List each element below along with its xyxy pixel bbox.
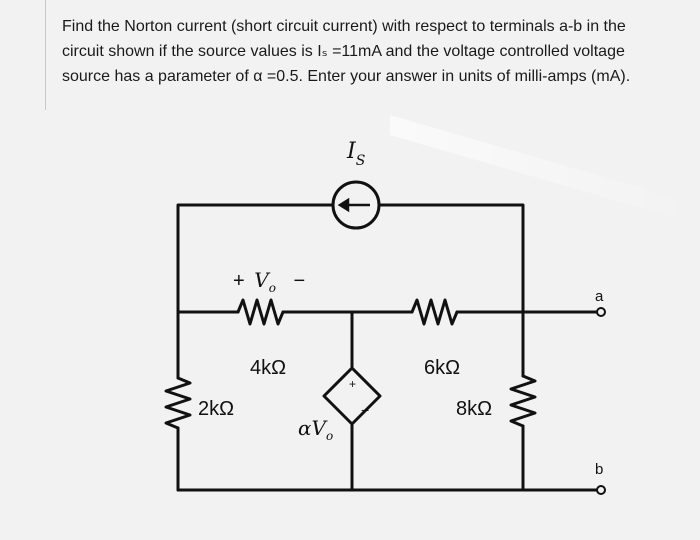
is-subscript: S xyxy=(355,153,366,169)
terminal-a-label: a xyxy=(595,288,604,305)
vo-plus: + xyxy=(233,270,245,292)
r4-label: 8kΩ xyxy=(456,398,493,420)
terminal-b-node xyxy=(596,485,606,495)
resistor-8k xyxy=(509,374,537,428)
r2-label: 2kΩ xyxy=(198,398,235,420)
r3-label: 6kΩ xyxy=(424,357,461,379)
vo-symbol: V xyxy=(254,268,269,292)
wire-top-right xyxy=(377,203,525,314)
problem-line-1: Find the Norton current (short circuit c… xyxy=(62,18,626,35)
alpha-vo-subscript: o xyxy=(325,429,334,443)
terminal-a-node xyxy=(596,307,606,317)
problem-line-3: source has a parameter of α =0.5. Enter … xyxy=(62,68,631,85)
wire-top-left xyxy=(176,203,335,314)
resistor-2k xyxy=(164,376,192,430)
current-source-label: IS xyxy=(347,138,365,169)
resistor-4k xyxy=(236,298,285,326)
problem-line-2: circuit shown if the source values is Iₛ… xyxy=(62,43,625,60)
dep-source-minus: − xyxy=(361,402,369,418)
dep-source-label: αVo xyxy=(298,416,334,443)
current-source-arrow-icon xyxy=(337,197,370,213)
r1-label: 4kΩ xyxy=(250,357,287,379)
vo-minus: − xyxy=(293,270,306,292)
vo-label: + Vo − xyxy=(233,268,306,295)
alpha-vo-symbol: αV xyxy=(298,416,326,440)
resistor-6k xyxy=(410,298,459,326)
is-symbol: I xyxy=(347,139,356,164)
terminal-b-label: b xyxy=(595,461,604,478)
page-margin-line xyxy=(45,0,46,110)
problem-statement: Find the Norton current (short circuit c… xyxy=(62,14,698,89)
light-glare xyxy=(390,115,700,225)
dep-source-plus: + xyxy=(349,377,356,391)
vo-subscript: o xyxy=(268,281,276,295)
